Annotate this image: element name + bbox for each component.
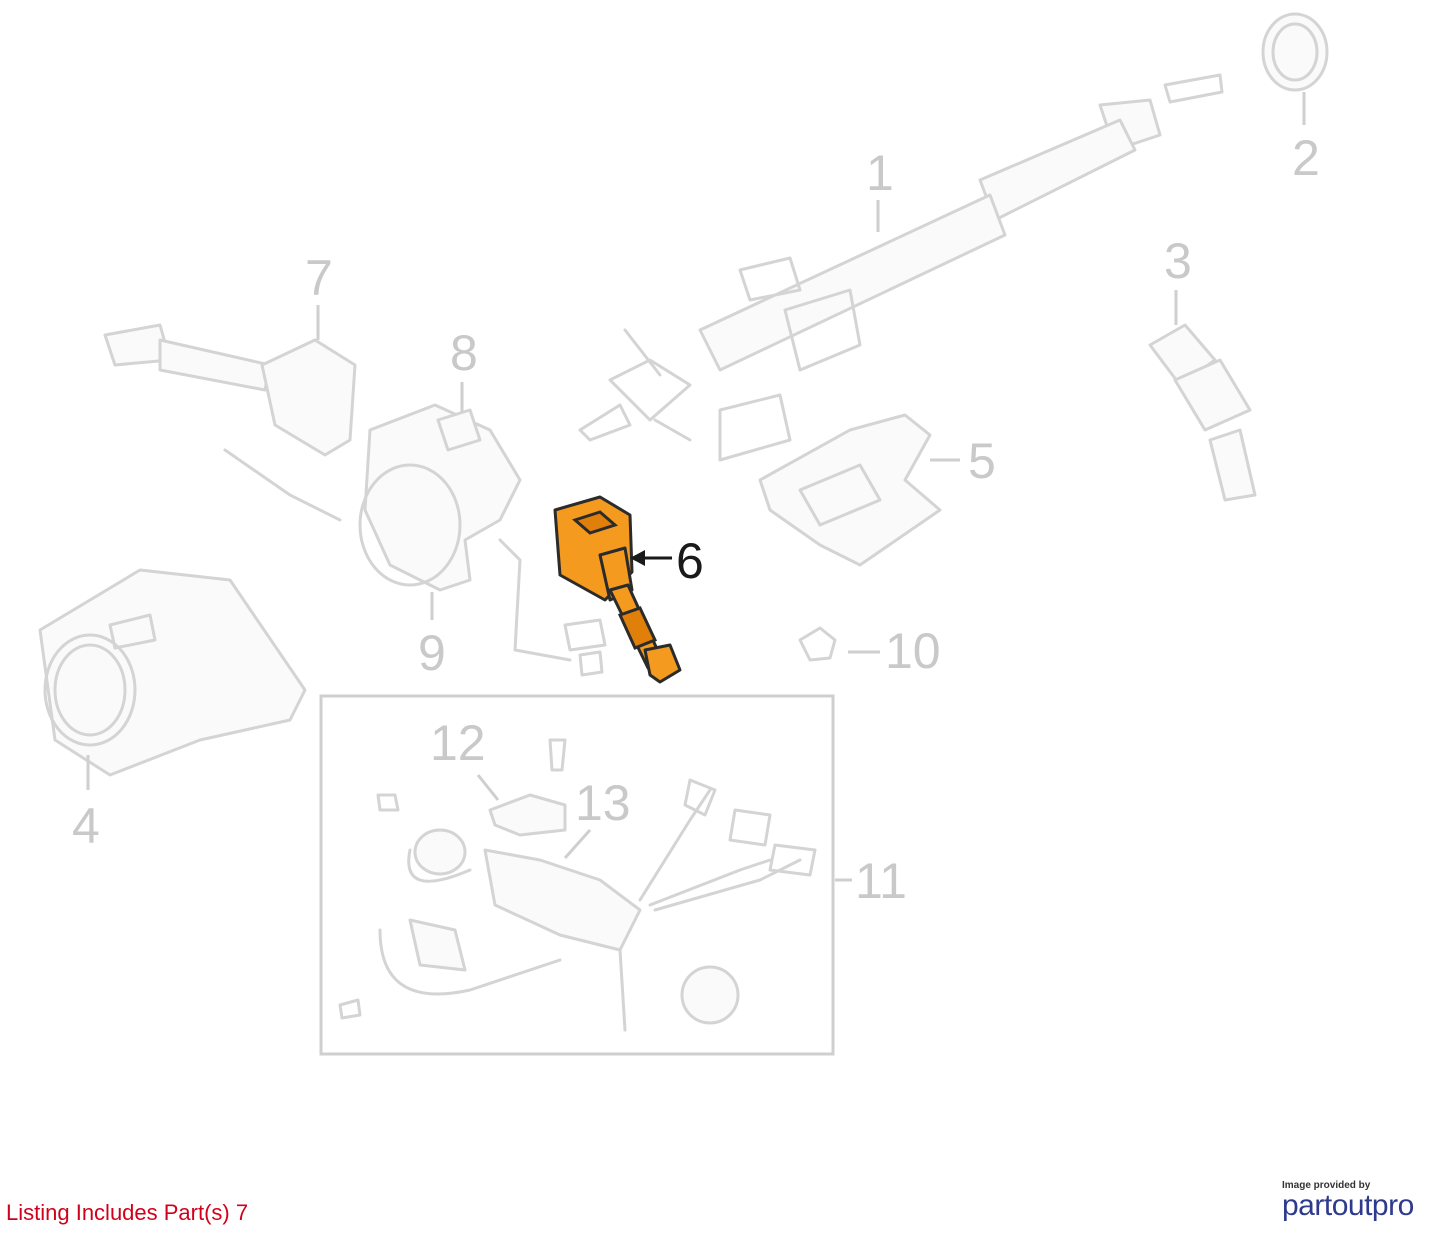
part-11-ignition-kit-box	[319, 694, 835, 1056]
callout-10: 10	[885, 623, 941, 679]
callout-6: 6	[676, 533, 704, 589]
callout-4: 4	[72, 798, 100, 854]
image-credit: Image provided by partoutpro	[1282, 1180, 1432, 1223]
part-5-bracket	[758, 413, 942, 567]
partoutpro-logo: partoutpro	[1282, 1189, 1432, 1223]
part-7-wiper-switch	[103, 323, 357, 522]
brand-part2: pro	[1371, 1189, 1414, 1222]
part-2-bearing-ring	[1261, 12, 1329, 92]
part-1-steering-column	[578, 73, 1224, 462]
part-6-turn-signal-switch[interactable]	[553, 495, 682, 684]
callout-13: 13	[575, 775, 631, 831]
callout-3: 3	[1164, 233, 1192, 289]
callout-11: 11	[855, 853, 907, 909]
brand-part1: partout	[1282, 1189, 1372, 1222]
callout-1: 1	[866, 145, 894, 201]
leader-lines	[86, 92, 1306, 882]
part-4-column-cover	[38, 568, 307, 777]
callout-8: 8	[450, 325, 478, 381]
callout-5: 5	[968, 433, 996, 489]
callout-7: 7	[305, 250, 333, 306]
part-3-universal-joint	[1148, 323, 1257, 502]
callout-12: 12	[430, 715, 486, 771]
part-9-clock-spring	[358, 403, 607, 677]
part-10-clip	[798, 626, 837, 662]
listing-note: Listing Includes Part(s) 7	[6, 1200, 249, 1225]
callout-2: 2	[1292, 130, 1320, 186]
callout-9: 9	[418, 625, 446, 681]
credit-caption: Image provided by	[1282, 1180, 1371, 1191]
